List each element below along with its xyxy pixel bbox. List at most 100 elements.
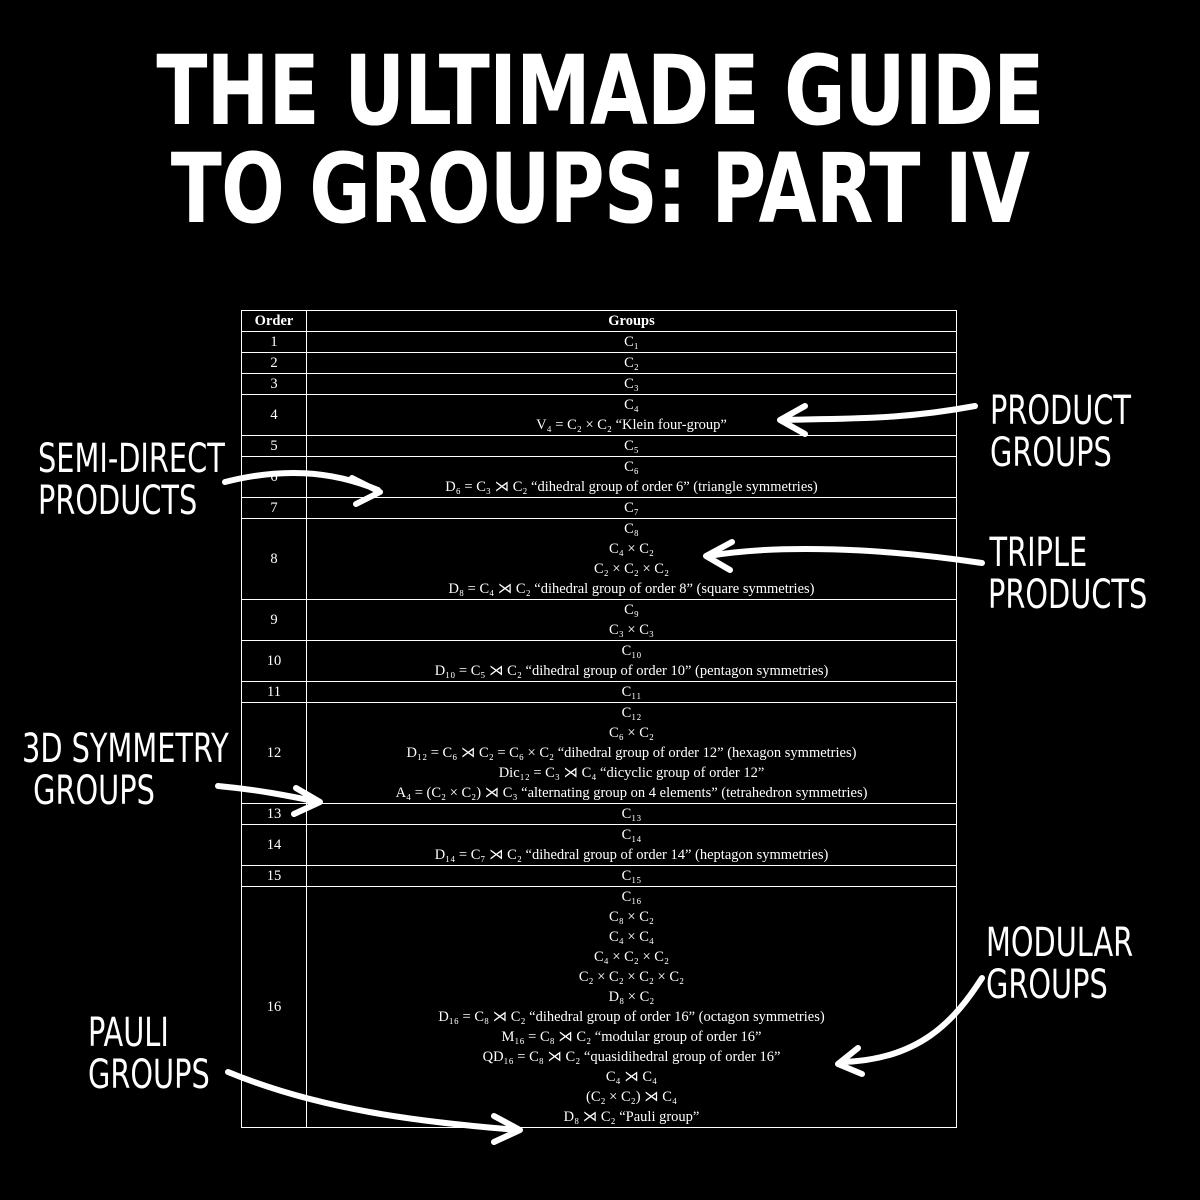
annotation-3d-symmetry-groups: 3D SYMMETRY GROUPS [22, 726, 229, 814]
table-row: 12 C₁₂ C₆ × C₂ D₁₂ = C₆ ⋊ C₂ = C₆ × C₂ “dih… [241, 702, 957, 804]
annotation-semi-direct-line-2: PRODUCTS [38, 478, 198, 524]
group-entry: C₈ [624, 521, 639, 537]
order-cell: 4 [241, 394, 307, 436]
group-entry: C₁₅ [621, 868, 642, 884]
group-entry: D₁₂ = C₆ ⋊ C₂ = C₆ × C₂ “dihedral group … [406, 745, 857, 761]
group-entry: C₉ [624, 602, 639, 618]
group-entry: D₁₆ = C₈ ⋊ C₂ “dihedral group of order 1… [438, 1009, 825, 1025]
order-cell: 3 [241, 373, 307, 395]
group-entry: C₄ ⋊ C₄ [605, 1069, 658, 1085]
table-row: 3 C₃ [241, 373, 957, 395]
order-cell: 13 [241, 803, 307, 825]
order-cell: 2 [241, 352, 307, 374]
annotation-modular-groups-line-1: MODULAR [986, 920, 1134, 966]
table-row: 2 C₂ [241, 352, 957, 374]
groups-column-header: Groups [306, 310, 957, 332]
group-entry: A₄ = (C₂ × C₂) ⋊ C₃ “alternating group o… [395, 785, 868, 801]
order-cell: 5 [241, 435, 307, 457]
order-cell: 12 [241, 702, 307, 804]
table-row: 5 C₅ [241, 435, 957, 457]
table-row: 15 C₁₅ [241, 865, 957, 887]
title-line-2: TO GROUPS: PART IV [170, 133, 1030, 245]
group-entry: C₃ × C₃ [609, 622, 654, 638]
groups-cell: C₅ [306, 435, 957, 457]
group-entry: C₄ × C₂ [609, 541, 654, 557]
groups-cell: C₇ [306, 497, 957, 519]
group-entry: D₁₀ = C₅ ⋊ C₂ “dihedral group of order 1… [434, 663, 829, 679]
groups-cell: C₃ [306, 373, 957, 395]
annotation-modular-groups: MODULAR GROUPS [986, 920, 1134, 1008]
groups-cell: C₁ [306, 331, 957, 353]
annotation-pauli-groups-line-2: GROUPS [88, 1052, 210, 1098]
groups-cell: C₂ [306, 352, 957, 374]
group-entry: (C₂ × C₂) ⋊ C₄ [585, 1089, 677, 1105]
group-entry: C₂ × C₂ × C₂ [593, 561, 670, 577]
annotation-pauli-groups: PAULI GROUPS [88, 1010, 210, 1098]
groups-cell: C₁₂ C₆ × C₂ D₁₂ = C₆ ⋊ C₂ = C₆ × C₂ “dihed… [306, 702, 957, 804]
group-entry: C₁ [624, 334, 639, 350]
annotation-pauli-groups-line-1: PAULI [88, 1010, 169, 1056]
group-entry: C₁₀ [621, 643, 642, 659]
annotation-product-groups-line-2: GROUPS [990, 430, 1112, 476]
group-entry: C₃ [624, 376, 639, 392]
annotation-3d-symmetry-line-2: GROUPS [33, 768, 155, 814]
group-entry: C₅ [624, 438, 639, 454]
group-entry: M₁₆ = C₈ ⋊ C₂ “modular group of order 16… [501, 1029, 762, 1045]
groups-cell: C₉ C₃ × C₃ [306, 599, 957, 641]
order-column-header: Order [241, 310, 307, 332]
order-cell: 9 [241, 599, 307, 641]
table-row: 10 C₁₀ D₁₀ = C₅ ⋊ C₂ “dihedral group of or… [241, 640, 957, 682]
order-cell: 10 [241, 640, 307, 682]
groups-table-body: 1 C₁ 2 C₂ 3 C₃ 4 C₄ V₄ = C₂ × C₂ “Klein four-gro… [241, 331, 957, 1128]
annotation-triple-products-line-1: TRIPLE [989, 530, 1088, 576]
order-cell: 16 [241, 886, 307, 1128]
table-row: 9 C₉ C₃ × C₃ [241, 599, 957, 641]
table-row: 13 C₁₃ [241, 803, 957, 825]
group-entry: C₆ × C₂ [609, 725, 654, 741]
annotation-semi-direct-line-1: SEMI-DIRECT [38, 436, 225, 482]
group-entry: D₈ × C₂ [608, 989, 655, 1005]
group-entry: C₇ [624, 500, 639, 516]
table-row: 11 C₁₁ [241, 681, 957, 703]
group-entry: C₄ [624, 397, 639, 413]
group-entry: C₁₃ [621, 806, 642, 822]
order-cell: 8 [241, 518, 307, 600]
group-entry: D₈ ⋊ C₂ “Pauli group” [563, 1109, 700, 1125]
annotation-modular-groups-line-2: GROUPS [986, 962, 1108, 1008]
annotation-triple-products-line-2: PRODUCTS [988, 572, 1148, 618]
group-entry: D₆ = C₃ ⋊ C₂ “dihedral group of order 6”… [445, 479, 818, 495]
page-title: THE ULTIMADE GUIDE TO GROUPS: PART IV [132, 42, 1068, 238]
groups-cell: C₁₅ [306, 865, 957, 887]
group-entry: D₁₄ = C₇ ⋊ C₂ “dihedral group of order 1… [434, 847, 829, 863]
groups-cell: C₁₁ [306, 681, 957, 703]
group-entry: C₁₁ [621, 684, 642, 700]
groups-cell: C₁₃ [306, 803, 957, 825]
annotation-3d-symmetry-line-1: 3D SYMMETRY [22, 726, 229, 772]
groups-cell: C₁₀ D₁₀ = C₅ ⋊ C₂ “dihedral group of orde… [306, 640, 957, 682]
group-entry: C₂ [624, 355, 639, 371]
order-cell: 15 [241, 865, 307, 887]
group-entry: C₁₂ [621, 705, 642, 721]
order-cell: 1 [241, 331, 307, 353]
order-cell: 14 [241, 824, 307, 866]
title-line-1: THE ULTIMADE GUIDE [156, 35, 1044, 147]
group-entry: C₄ × C₂ × C₂ [593, 949, 670, 965]
group-entry: C₁₆ [621, 889, 642, 905]
group-entry: C₁₄ [621, 827, 642, 843]
table-row: 1 C₁ [241, 331, 957, 353]
group-entry: C₂ × C₂ × C₂ × C₂ [578, 969, 685, 985]
group-entry: C₄ × C₄ [609, 929, 654, 945]
order-cell: 6 [241, 456, 307, 498]
annotation-product-groups-line-1: PRODUCT [990, 388, 1132, 434]
group-entry: V₄ = C₂ × C₂ “Klein four-group” [536, 417, 727, 433]
annotation-triple-products: TRIPLE PRODUCTS [988, 530, 1148, 618]
order-cell: 11 [241, 681, 307, 703]
annotation-semi-direct-products: SEMI-DIRECT PRODUCTS [38, 436, 225, 524]
